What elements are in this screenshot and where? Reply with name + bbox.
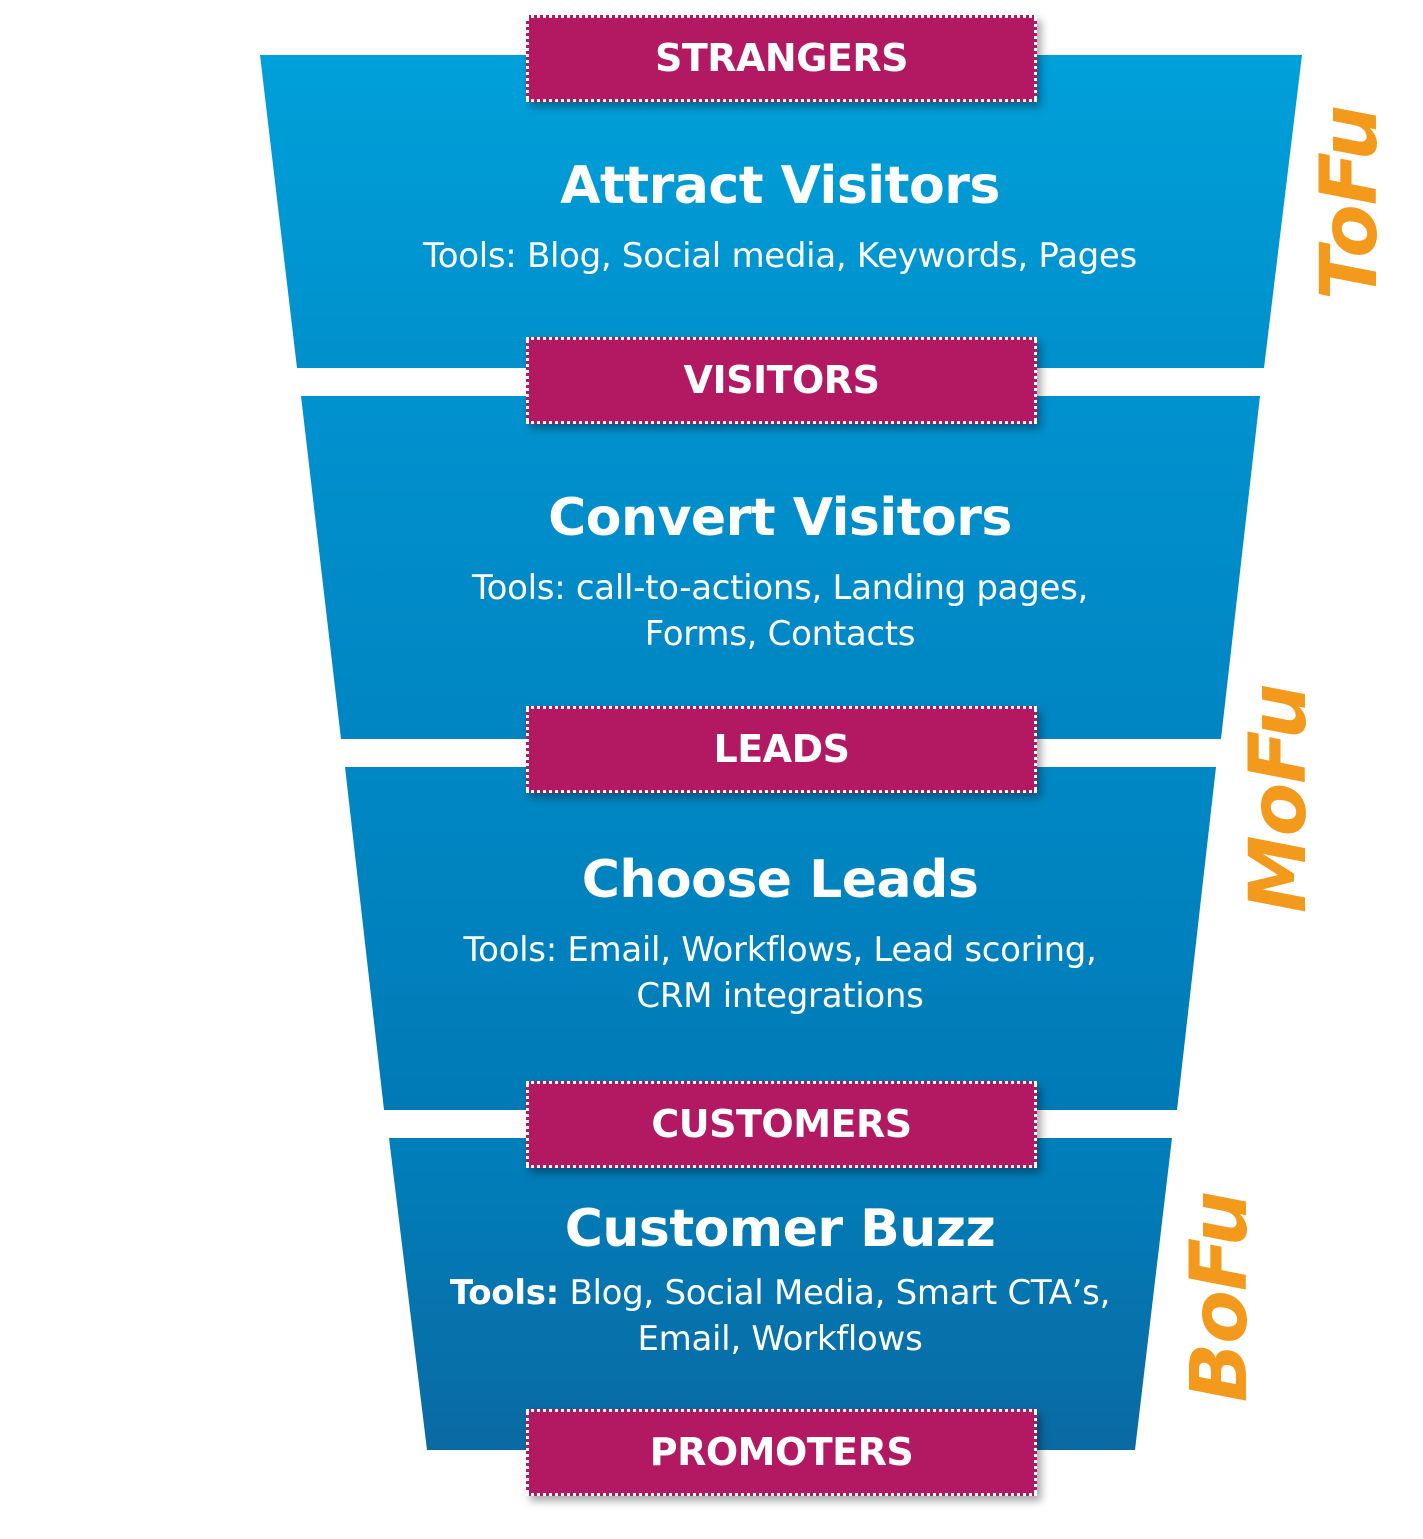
funnel-section-convert (301, 396, 1260, 739)
tools-line-2: CRM integrations (636, 976, 924, 1017)
tools-line-1: Tools: call-to-actions, Landing pages, (471, 568, 1089, 609)
label-customers: CUSTOMERS (526, 1081, 1037, 1168)
tools-line-2: Forms, Contacts (644, 614, 916, 655)
label-strangers: STRANGERS (526, 15, 1037, 102)
stage-title: Convert Visitors (548, 488, 1012, 548)
tools-prefix: Tools: (449, 1273, 559, 1314)
tools-line-1: Tools: Email, Workflows, Lead scoring, (463, 930, 1097, 971)
phase-bofu: BoFu (1175, 1191, 1265, 1403)
stage-tools: Tools: call-to-actions, Landing pages, F… (380, 565, 1180, 657)
funnel-section-buzz (389, 1138, 1172, 1450)
phase-mofu: MoFu (1234, 684, 1324, 913)
label-promoters: PROMOTERS (526, 1409, 1037, 1496)
tools-line-1: Tools: Blog, Social media, Keywords, Pag… (423, 236, 1137, 277)
stage-title: Customer Buzz (564, 1199, 996, 1259)
tools-line-2: Email, Workflows (637, 1319, 923, 1360)
stage-title: Choose Leads (581, 850, 979, 910)
stage-tools: Tools: Blog, Social Media, Smart CTA’s, … (380, 1270, 1180, 1362)
funnel-section-attract (260, 55, 1302, 368)
stage-tools: Tools: Email, Workflows, Lead scoring, C… (380, 927, 1180, 1019)
label-visitors: VISITORS (526, 337, 1037, 424)
stage-tools: Tools: Blog, Social media, Keywords, Pag… (380, 233, 1180, 279)
phase-tofu: ToFu (1305, 105, 1395, 301)
funnel-section-choose (345, 767, 1216, 1110)
stage-choose: Choose Leads Tools: Email, Workflows, Le… (380, 850, 1180, 1019)
label-leads: LEADS (526, 706, 1037, 793)
stage-attract: Attract Visitors Tools: Blog, Social med… (380, 156, 1180, 279)
stage-title: Attract Visitors (560, 156, 1000, 216)
stage-convert: Convert Visitors Tools: call-to-actions,… (380, 488, 1180, 657)
tools-line-1: Blog, Social Media, Smart CTA’s, (558, 1273, 1111, 1314)
stage-buzz: Customer Buzz Tools: Blog, Social Media,… (380, 1199, 1180, 1362)
